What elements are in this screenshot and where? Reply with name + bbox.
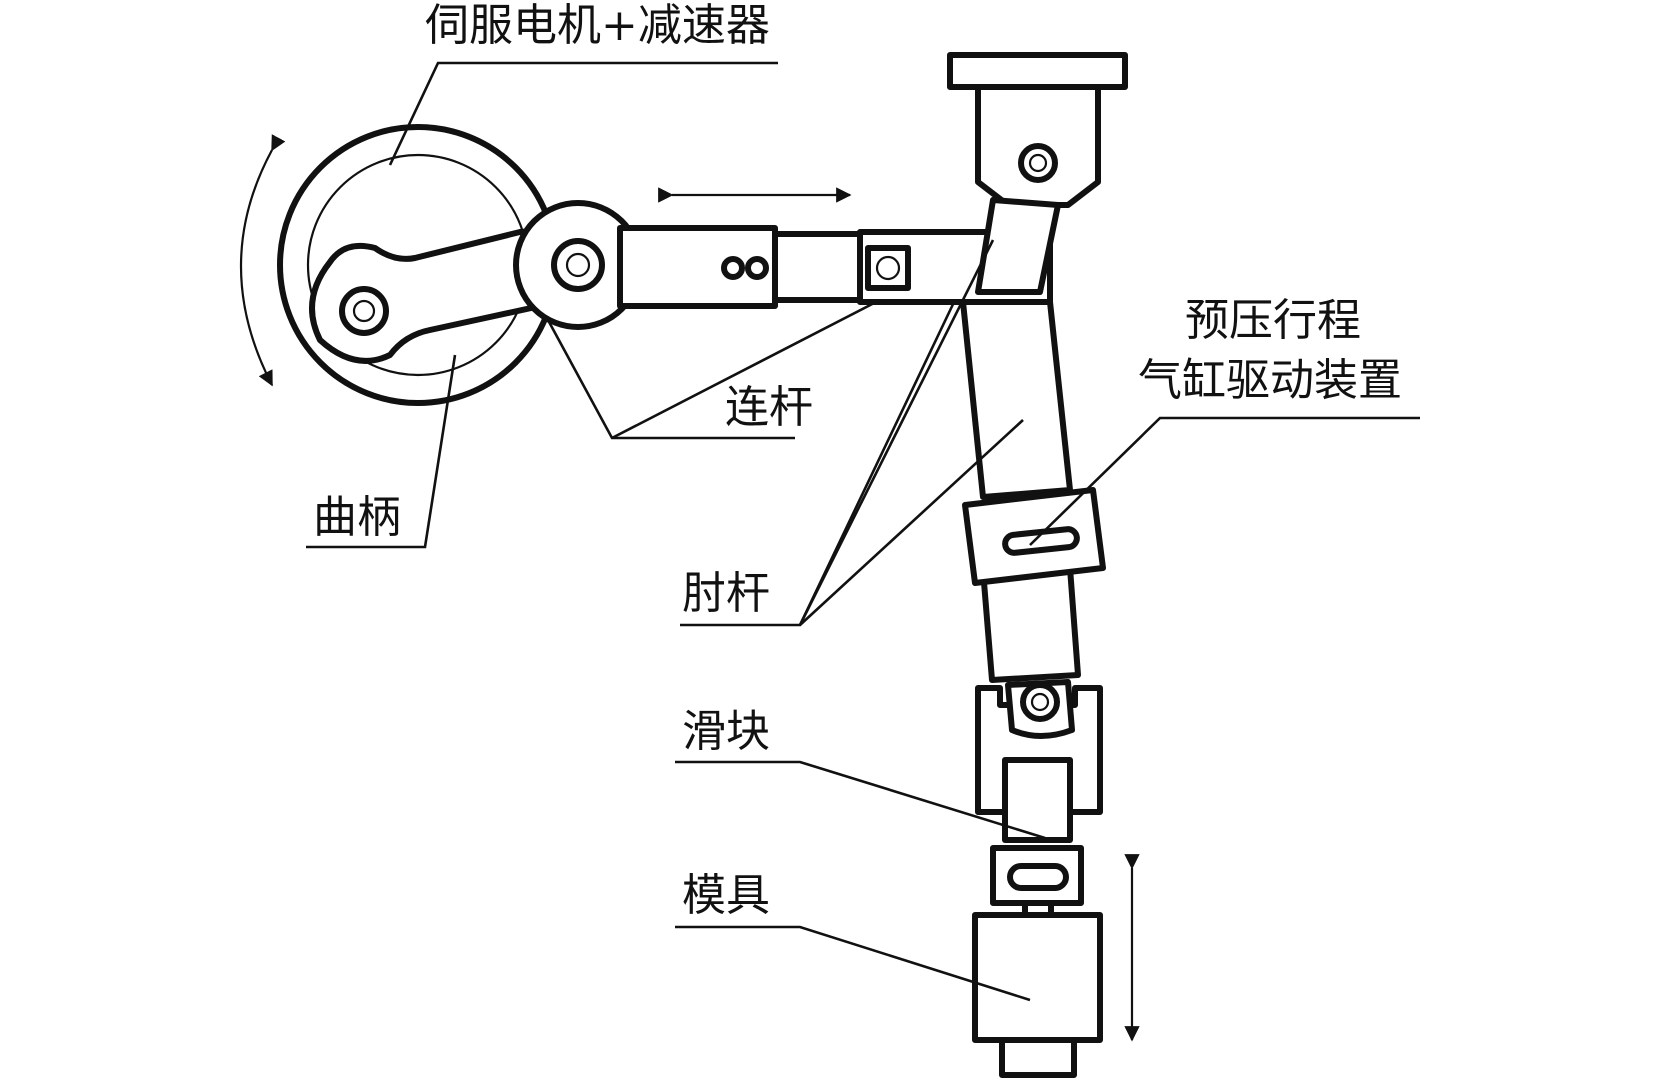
label-servo-motor-reducer: 伺服电机+减速器 bbox=[425, 0, 770, 51]
label-slider: 滑块 bbox=[682, 706, 770, 757]
lower-toggle-rod bbox=[960, 299, 1081, 683]
label-connecting-rod: 连杆 bbox=[725, 382, 813, 433]
rotation-arrow-icon bbox=[239, 134, 286, 387]
label-preload-stroke: 预压行程 bbox=[1185, 295, 1361, 346]
label-cylinder-drive: 气缸驱动装置 bbox=[1138, 355, 1402, 406]
connecting-rod bbox=[513, 200, 1053, 330]
label-crank: 曲柄 bbox=[313, 492, 401, 543]
preload-cylinder-drive bbox=[962, 487, 1106, 586]
top-fixed-bracket bbox=[947, 52, 1128, 208]
label-die: 模具 bbox=[682, 870, 770, 921]
slider bbox=[975, 679, 1103, 843]
crank-pivot bbox=[339, 286, 389, 336]
label-toggle-rod: 肘杆 bbox=[682, 568, 770, 619]
leader-lines bbox=[306, 61, 1420, 1002]
die bbox=[972, 845, 1103, 1078]
